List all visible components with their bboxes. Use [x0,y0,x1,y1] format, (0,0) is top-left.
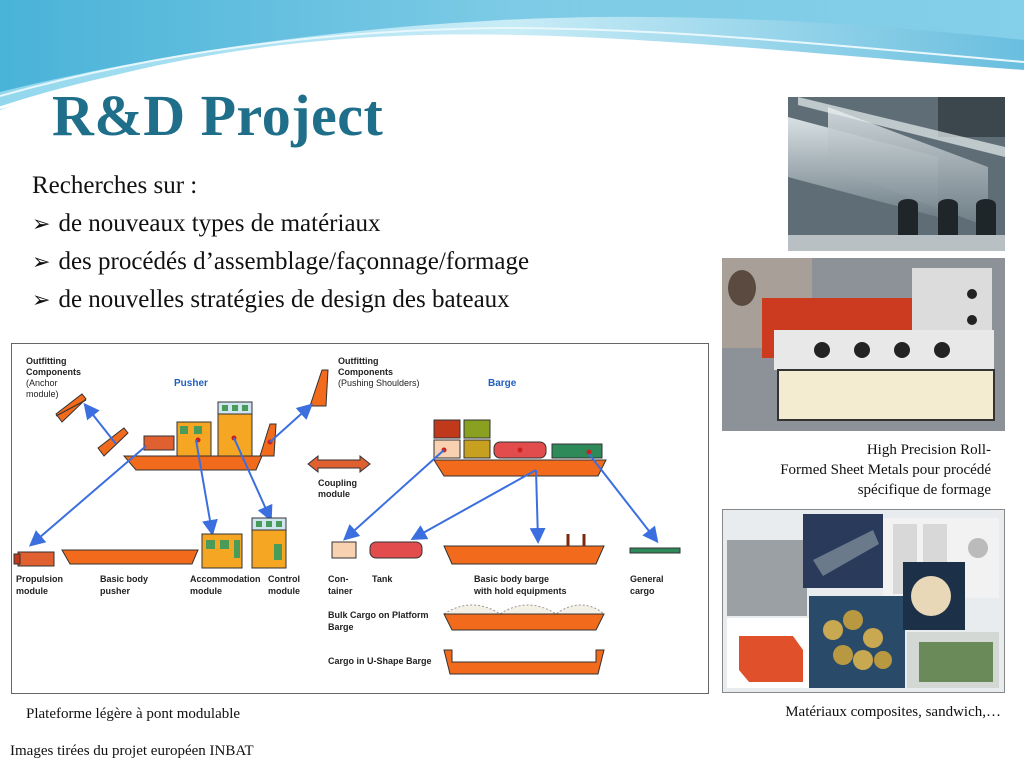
outfitting-anchor-label: Outfitting Components (Anchor module) [26,356,84,399]
accommodation-module [201,533,243,569]
control-label: Control module [268,574,303,596]
tank-module [369,541,423,559]
materials-caption: Matériaux composites, sandwich,… [785,704,1001,720]
sandwich-panel-photo [722,258,1005,431]
arrow-bullet-icon: ➢ [32,287,51,312]
slide-title: R&D Project [52,83,384,148]
pusher-assembled [122,401,277,471]
outfitting-pushing-label: Outfitting Components (Pushing Shoulders… [338,356,420,388]
basic-body-pusher [61,549,199,565]
pusher-heading: Pusher [174,378,208,389]
profiles-caption: High Precision Roll- Formed Sheet Metals… [780,442,991,498]
u-shape-label: Cargo in U-Shape Barge [328,656,432,666]
composite-materials-photo [722,509,1005,693]
propulsion-label: Propulsion module [16,574,66,596]
coupling-label: Coupling module [318,478,360,499]
barge-assembled [433,419,607,477]
bullet-item: ➢ de nouvelles stratégies de design des b… [32,286,510,314]
bulk-cargo-barge [442,604,606,631]
bulk-cargo-label: Bulk Cargo on Platform Barge [328,610,431,632]
coupling-arrow [307,454,371,474]
footer-source: Images tirées du projet européen INBAT [10,743,254,759]
barge-heading: Barge [488,378,517,389]
pushing-shoulder [309,369,329,407]
wave-header [0,0,1024,110]
basic-body-barge [443,534,605,565]
bullet-text: de nouvelles stratégies de design des ba… [58,286,510,313]
basic-body-pusher-label: Basic body pusher [100,574,151,596]
general-cargo-label: General cargo [630,574,666,596]
arrow-bullet-icon: ➢ [32,249,51,274]
bullet-item: ➢ des procédés d’assemblage/façonnage/for… [32,248,529,276]
bullet-text: de nouveaux types de matériaux [58,210,381,237]
tank-label: Tank [372,574,393,584]
arrow-bullet-icon: ➢ [32,211,51,236]
roll-formed-profiles-photo [788,97,1005,251]
container-module [331,541,357,559]
diagram-canvas: Outfitting Components (Anchor module) Pu… [13,356,681,675]
basic-body-barge-label: Basic body barge with hold equipments [473,574,567,596]
u-shape-barge [443,649,605,675]
general-cargo-module [629,547,681,554]
control-module [251,517,287,569]
container-label: Con- tainer [328,574,353,596]
modular-platform-diagram: Outfitting Components (Anchor module) Pu… [11,343,709,694]
connection-arrows [28,402,659,547]
diagram-caption: Plateforme légère à pont modulable [26,706,241,722]
bullet-text: des procédés d’assemblage/façonnage/form… [58,248,530,275]
anchor-module [55,393,129,457]
propulsion-module [13,551,55,567]
intro-text: Recherches sur : [32,172,198,199]
bullet-item: ➢ de nouveaux types de matériaux [32,210,381,238]
accommodation-label: Accommodation module [190,574,263,596]
